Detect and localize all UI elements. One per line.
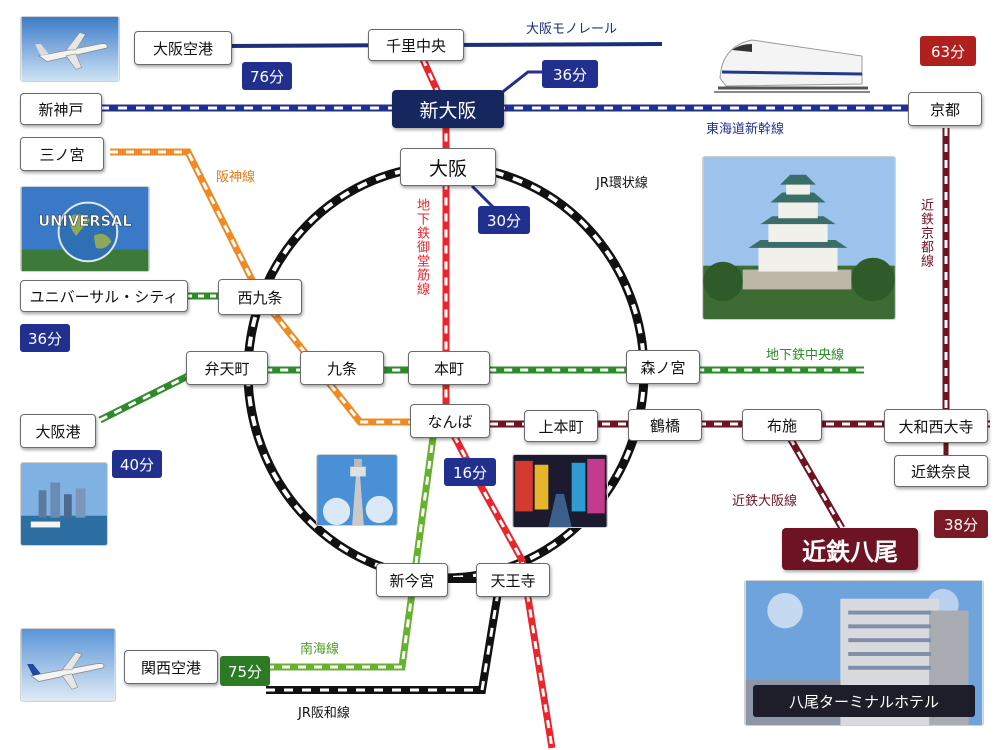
- hotel-name: 八尾ターミナルホテル: [753, 685, 975, 717]
- dotonbori-photo: [512, 454, 608, 528]
- midosuji-label: 地下鉄御堂筋線: [414, 198, 429, 296]
- station-tsuruhashi[interactable]: 鶴橋: [628, 409, 702, 441]
- station-osaka[interactable]: 大阪: [400, 148, 496, 186]
- hanwa-line: [266, 577, 504, 694]
- airplane-photo-kansai: [20, 628, 116, 702]
- time-badge-nara: 38分: [934, 510, 988, 538]
- station-kintetsu-nara[interactable]: 近鉄奈良: [894, 455, 988, 487]
- station-itami[interactable]: 大阪空港: [134, 31, 232, 65]
- station-shin-osaka[interactable]: 新大阪: [392, 90, 504, 128]
- shinkansen-photo: [712, 16, 872, 96]
- time-badge-osaka: 30分: [478, 206, 530, 234]
- time-badge-osakako: 40分: [112, 450, 162, 478]
- osaka-castle-photo: [702, 156, 896, 320]
- time-badge-itami: 76分: [242, 62, 292, 90]
- hanwa-label: JR阪和線: [298, 706, 350, 721]
- station-fuse[interactable]: 布施: [742, 409, 822, 441]
- time-badge-shin-osaka: 36分: [542, 60, 598, 88]
- chuo-label: 地下鉄中央線: [766, 348, 845, 363]
- tsutenkaku-photo: [316, 454, 398, 526]
- station-nishikujo[interactable]: 西九条: [218, 279, 302, 315]
- nankai-label: 南海線: [300, 642, 340, 657]
- airplane-icon: [21, 17, 119, 81]
- station-tennoji[interactable]: 天王寺: [476, 563, 550, 597]
- time-badge-usj: 36分: [20, 324, 70, 352]
- station-namba[interactable]: なんば: [410, 404, 490, 438]
- station-shin-imamiya[interactable]: 新今宮: [376, 563, 448, 597]
- station-usj[interactable]: ユニバーサル・シティ: [20, 280, 188, 312]
- station-osakako[interactable]: 大阪港: [20, 414, 96, 448]
- airplane-photo-itami: [20, 16, 120, 82]
- usj-globe-text: UNIVERSAL: [38, 213, 131, 230]
- monorail-label: 大阪モノレール: [526, 22, 618, 37]
- station-kyoto[interactable]: 京都: [908, 92, 982, 126]
- station-kansai-airport[interactable]: 関西空港: [124, 650, 218, 684]
- station-kintetsu-yao[interactable]: 近鉄八尾: [782, 528, 918, 570]
- airplane-icon: [21, 629, 115, 701]
- station-senri-chuo[interactable]: 千里中央: [368, 29, 464, 61]
- osaka-port-photo: [20, 462, 108, 546]
- station-kujo[interactable]: 九条: [300, 351, 384, 385]
- station-yamato-saidaiji[interactable]: 大和西大寺: [884, 409, 988, 443]
- station-bentencho[interactable]: 弁天町: [186, 351, 268, 385]
- jr-loop-label: JR環状線: [596, 176, 648, 191]
- station-sannomiya[interactable]: 三ノ宮: [20, 137, 104, 171]
- station-shin-kobe[interactable]: 新神戸: [20, 93, 102, 125]
- hotel-photo: 八尾ターミナルホテル: [744, 580, 984, 726]
- time-badge-namba: 16分: [444, 458, 496, 486]
- station-uehonmachi[interactable]: 上本町: [524, 410, 598, 442]
- shinkansen-train-icon: [712, 16, 872, 96]
- station-morinomiya[interactable]: 森ノ宮: [626, 350, 700, 384]
- station-honmachi[interactable]: 本町: [408, 351, 490, 385]
- shinkansen-label: 東海道新幹線: [706, 122, 785, 137]
- time-badge-kyoto: 63分: [920, 36, 976, 66]
- kintetsu-kyoto-label: 近鉄京都線: [918, 198, 933, 268]
- hanshin-label: 阪神線: [216, 170, 256, 185]
- nankai-line: [266, 429, 438, 671]
- time-badge-kansai-airport: 75分: [220, 656, 270, 686]
- usj-globe-photo: UNIVERSAL: [20, 186, 150, 272]
- kintetsu-osaka-label: 近鉄大阪線: [732, 494, 798, 509]
